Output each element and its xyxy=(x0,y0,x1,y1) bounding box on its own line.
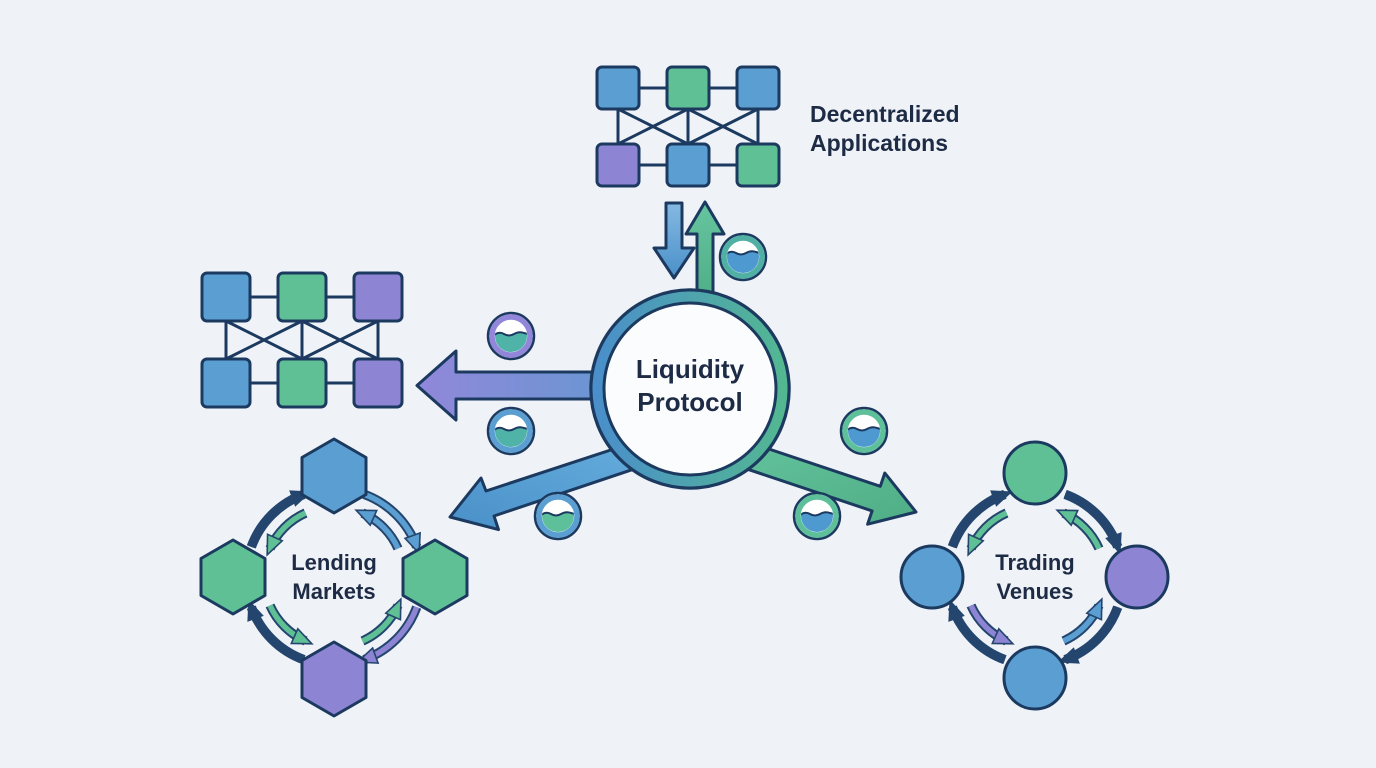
dapps-node-square xyxy=(595,65,641,111)
cycle-arrow xyxy=(247,599,305,663)
lending-label-line1: Lending xyxy=(291,550,377,575)
liquidity-coin-icon xyxy=(792,491,842,541)
dapps-node-square xyxy=(665,65,711,111)
lending-node-hexagon-left xyxy=(199,538,267,616)
cycle-arrow xyxy=(948,599,1006,663)
cycle-arrow xyxy=(267,604,314,645)
dapps-node-square xyxy=(665,142,711,188)
left-network-node-square xyxy=(352,357,404,409)
trading-node-circle-top xyxy=(1002,440,1068,506)
trading-node-circle-left xyxy=(899,544,965,610)
left-network-node-square xyxy=(276,357,328,409)
cycle-arrow xyxy=(1057,606,1121,664)
trading-node-circle-bottom xyxy=(1002,645,1068,711)
flow-down-arrow xyxy=(652,201,696,280)
liquidity-protocol-hub: Liquidity Protocol xyxy=(589,288,791,490)
lending-node-hexagon-right xyxy=(401,538,469,616)
hub-outer-outline xyxy=(589,288,791,490)
cycle-arrow xyxy=(1064,491,1122,555)
cycle-arrow xyxy=(949,490,1013,548)
lending-markets-cluster: Lending Markets xyxy=(199,437,469,718)
liquidity-coin-icon xyxy=(718,232,768,282)
liquidity-coin-icon xyxy=(533,491,583,541)
hub-label-line2: Protocol xyxy=(637,387,742,417)
cycle-arrow xyxy=(1062,597,1103,644)
cycle-arrow xyxy=(354,509,401,550)
cycle-arrow xyxy=(968,604,1015,645)
trading-label-line2: Venues xyxy=(996,579,1073,604)
cycle-arrow xyxy=(355,606,420,664)
dapps-network-grid-icon xyxy=(595,65,781,188)
dapps-node-square xyxy=(595,142,641,188)
liquidity-coin-icon xyxy=(486,406,536,456)
cycle-arrow xyxy=(967,510,1008,557)
flow-bottom-left-arrow xyxy=(448,438,651,532)
left-network-grid-icon xyxy=(200,271,404,409)
lending-node-hexagon-bottom xyxy=(300,640,368,718)
hub-inner-outline xyxy=(602,301,778,477)
left-network-node-square xyxy=(200,271,252,323)
cycle-arrow xyxy=(248,490,312,548)
cycle-arrow xyxy=(361,597,402,644)
flow-bottom-right-arrow xyxy=(731,438,918,526)
dapps-label: Decentralized Applications xyxy=(810,101,960,156)
lending-node-hexagon-top xyxy=(300,437,368,515)
hub-ring xyxy=(592,291,788,487)
cycle-arrow xyxy=(266,510,307,557)
liquidity-coin-icon xyxy=(839,406,889,456)
trading-label-line1: Trading xyxy=(995,550,1074,575)
lending-label-line2: Markets xyxy=(292,579,375,604)
flow-left-arrow xyxy=(415,349,602,422)
left-network-node-square xyxy=(200,357,252,409)
trading-node-circle-right xyxy=(1104,544,1170,610)
trading-venues-cluster: Trading Venues xyxy=(899,440,1170,711)
dapps-node-square xyxy=(735,65,781,111)
hub-label-line1: Liquidity xyxy=(636,354,745,384)
left-network-node-square xyxy=(276,271,328,323)
dapps-node-square xyxy=(735,142,781,188)
left-network-node-square xyxy=(352,271,404,323)
liquidity-coin-icon xyxy=(486,311,536,361)
cycle-arrow xyxy=(363,491,421,556)
cycle-arrow xyxy=(1055,509,1102,550)
dapps-label-line2: Applications xyxy=(810,130,948,156)
dapps-label-line1: Decentralized xyxy=(810,101,960,127)
